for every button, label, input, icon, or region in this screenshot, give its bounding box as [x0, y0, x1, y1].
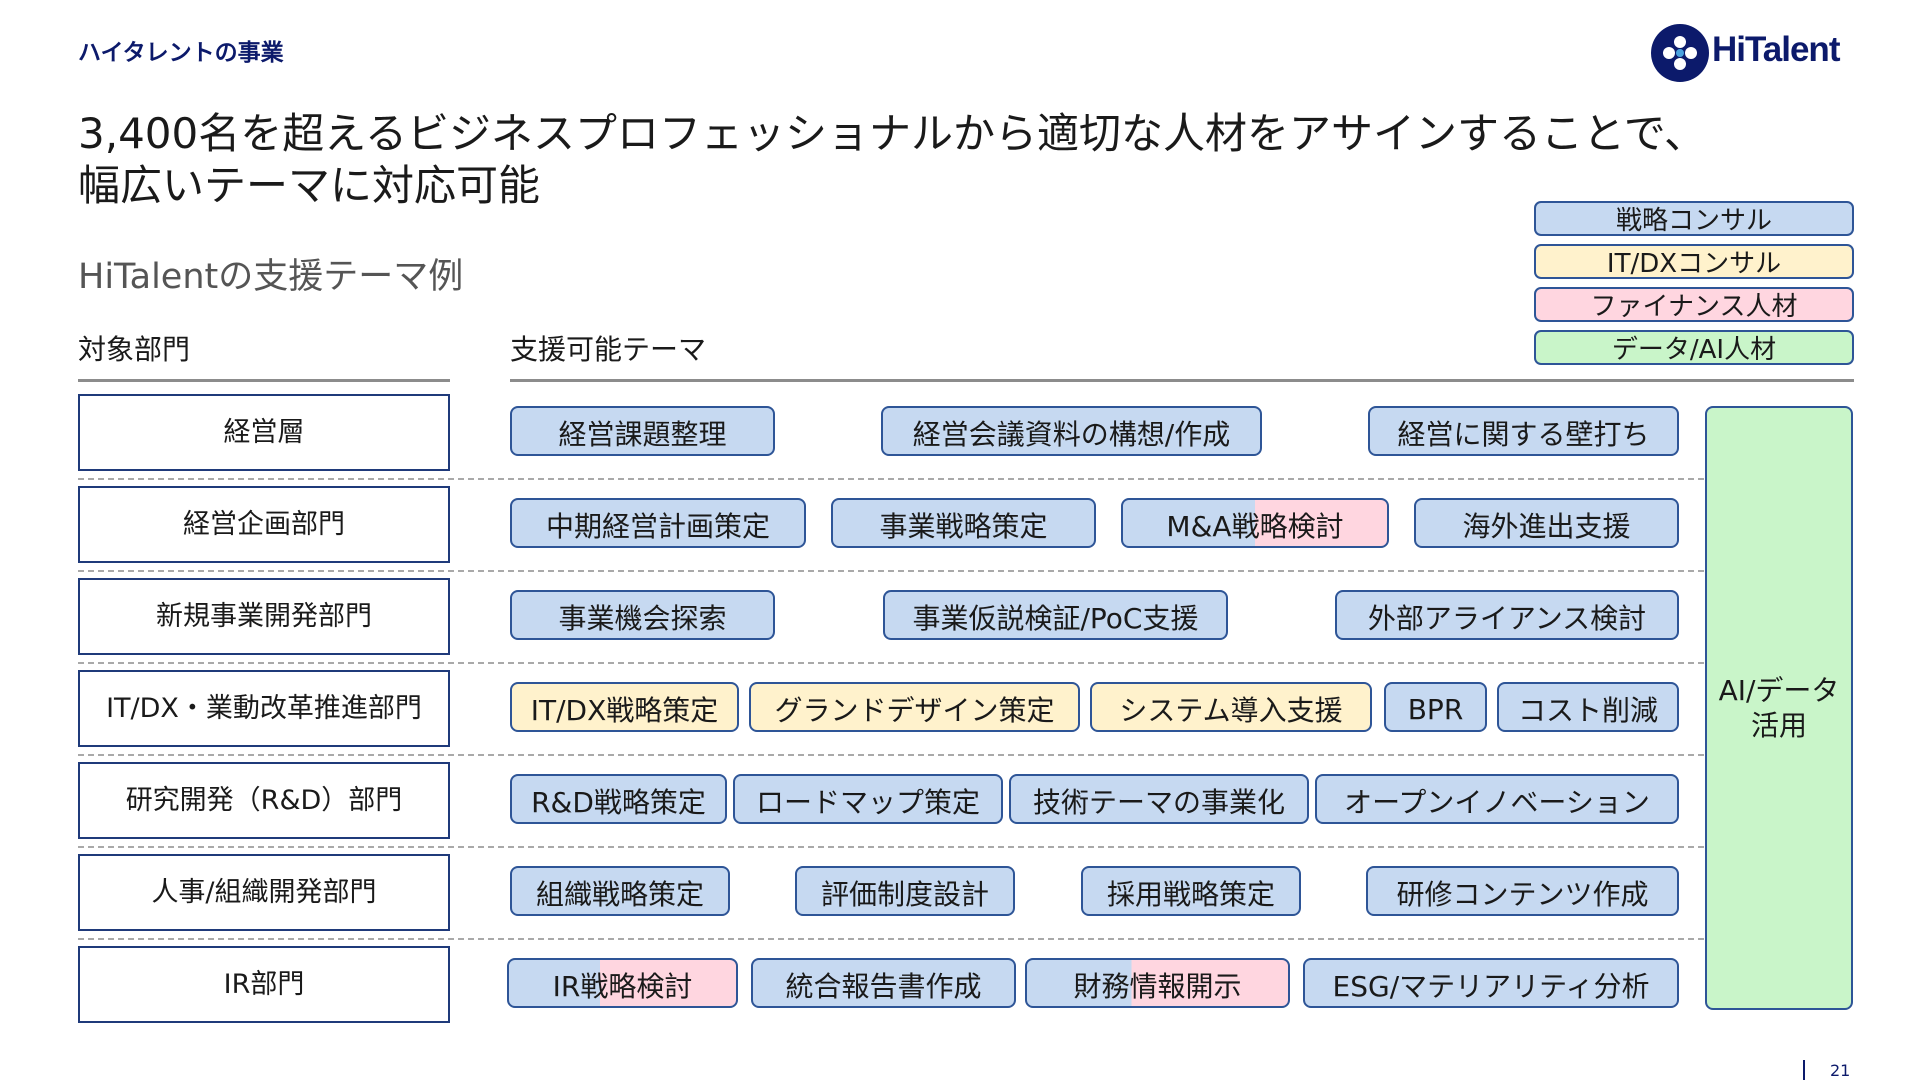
- page-number: 21: [1830, 1061, 1851, 1080]
- headline-line-1: 3,400名を超えるビジネスプロフェッショナルから適切な人材をアサインすることで…: [78, 109, 1707, 158]
- ai-data-line-2: 活用: [1750, 709, 1807, 742]
- theme-chip: R&D戦略策定: [510, 774, 727, 824]
- ai-data-column: AI/データ 活用: [1705, 406, 1853, 1010]
- theme-chip: 海外進出支援: [1414, 498, 1679, 548]
- theme-chip: IR戦略検討: [507, 958, 738, 1008]
- theme-chip: 採用戦略策定: [1081, 866, 1301, 916]
- row-divider: [78, 938, 1704, 940]
- theme-chip: 事業機会探索: [510, 590, 775, 640]
- section-label: ハイタレントの事業: [78, 40, 284, 66]
- headline-line-2: 幅広いテーマに対応可能: [78, 161, 541, 210]
- theme-chip: 技術テーマの事業化: [1009, 774, 1309, 824]
- theme-chip: 組織戦略策定: [510, 866, 730, 916]
- legend-finance: ファイナンス人材: [1534, 287, 1854, 322]
- theme-chip: BPR: [1384, 682, 1487, 732]
- page-number-bar: [1803, 1060, 1805, 1080]
- theme-chip: 経営会議資料の構想/作成: [881, 406, 1262, 456]
- dept-corporate-planning: 経営企画部門: [78, 486, 450, 563]
- dept-hr: 人事/組織開発部門: [78, 854, 450, 931]
- row-divider: [78, 570, 1704, 572]
- ai-data-line-1: AI/データ: [1718, 674, 1840, 707]
- row-divider: [78, 662, 1704, 664]
- theme-chip: グランドデザイン策定: [749, 682, 1080, 732]
- theme-chip: 研修コンテンツ作成: [1366, 866, 1679, 916]
- theme-chip: 事業戦略策定: [831, 498, 1096, 548]
- departments-rule: [78, 379, 450, 382]
- theme-chip: ロードマップ策定: [733, 774, 1003, 824]
- theme-chip: M&A戦略検討: [1121, 498, 1389, 548]
- theme-chip: 統合報告書作成: [751, 958, 1016, 1008]
- theme-chip: システム導入支援: [1090, 682, 1372, 732]
- row-divider: [78, 754, 1704, 756]
- column-header-themes: 支援可能テーマ: [510, 333, 707, 366]
- legend-data-ai: データ/AI人材: [1534, 330, 1854, 365]
- theme-chip: IT/DX戦略策定: [510, 682, 739, 732]
- dept-rnd: 研究開発（R&D）部門: [78, 762, 450, 839]
- theme-chip: 評価制度設計: [795, 866, 1015, 916]
- row-divider: [78, 478, 1704, 480]
- theme-chip: 経営に関する壁打ち: [1368, 406, 1679, 456]
- dept-itdx: IT/DX・業動改革推進部門: [78, 670, 450, 747]
- theme-chip: 事業仮説検証/PoC支援: [883, 590, 1228, 640]
- themes-rule: [510, 379, 1854, 382]
- column-header-departments: 対象部門: [78, 333, 191, 366]
- theme-chip: 外部アライアンス検討: [1335, 590, 1679, 640]
- legend-itdx: IT/DXコンサル: [1534, 244, 1854, 279]
- hitalent-logo: [1651, 24, 1709, 82]
- logo-text: HiTalent: [1712, 30, 1840, 69]
- subtitle: HiTalentの支援テーマ例: [78, 257, 464, 297]
- dept-management: 経営層: [78, 394, 450, 471]
- theme-chip: 中期経営計画策定: [510, 498, 806, 548]
- dept-new-business: 新規事業開発部門: [78, 578, 450, 655]
- theme-chip: 経営課題整理: [510, 406, 775, 456]
- theme-chip: オープンイノベーション: [1315, 774, 1679, 824]
- dept-ir: IR部門: [78, 946, 450, 1023]
- row-divider: [78, 846, 1704, 848]
- theme-chip: コスト削減: [1497, 682, 1679, 732]
- theme-chip: 財務情報開示: [1025, 958, 1290, 1008]
- headline: 3,400名を超えるビジネスプロフェッショナルから適切な人材をアサインすることで…: [78, 108, 1858, 212]
- theme-chip: ESG/マテリアリティ分析: [1303, 958, 1679, 1008]
- legend-strategy: 戦略コンサル: [1534, 201, 1854, 236]
